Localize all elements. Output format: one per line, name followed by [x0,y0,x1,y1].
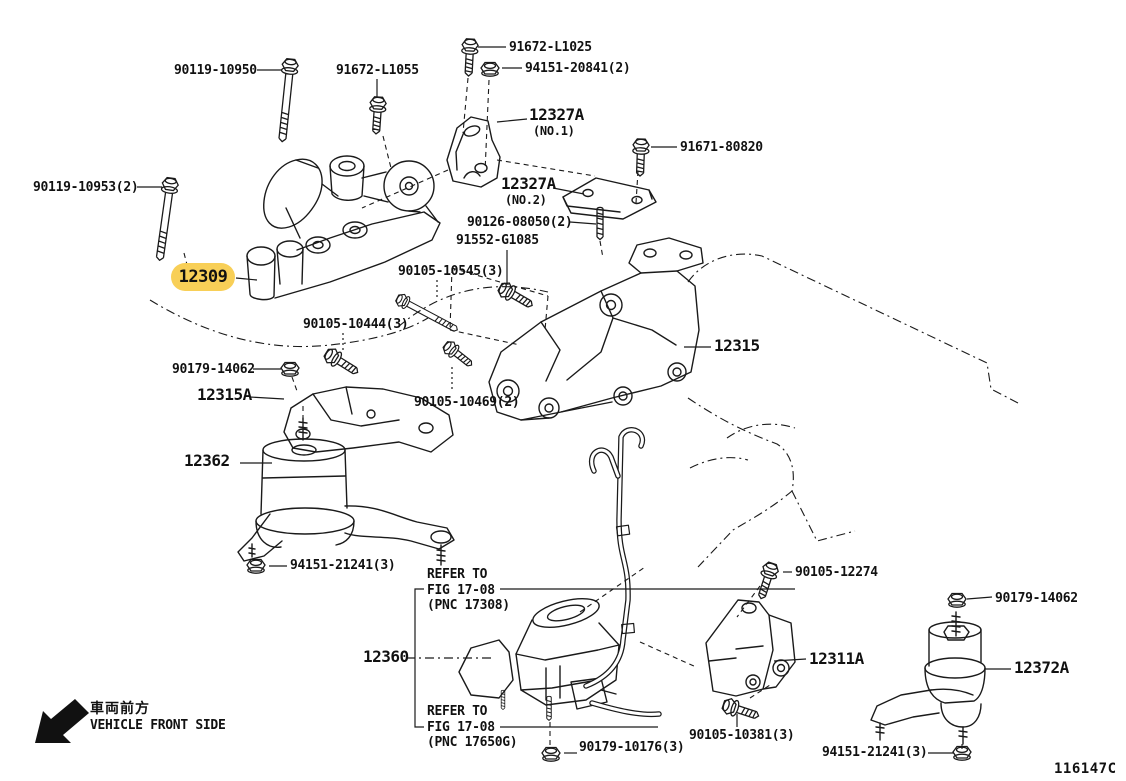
part-label-94151-21241-right[interactable]: 94151-21241(3) [822,745,928,760]
front-side-note-en: VEHICLE FRONT SIDE [90,718,226,733]
bolt-icon [367,95,388,136]
part-label-91671-80820[interactable]: 91671-80820 [680,140,763,155]
part-label-12311A[interactable]: 12311A [809,649,864,668]
refer-note-2-line2: FIG 17-08 [427,719,495,735]
bolt-icon [631,138,650,177]
part-label-90105-12274[interactable]: 90105-12274 [795,565,878,580]
engine-outline [149,253,1019,568]
refer-note-2-line3: (PNC 17650G) [427,735,518,750]
selected-part-label-12309[interactable]: 12309 [171,263,235,291]
nut-icon [280,361,300,377]
assembly-guide-lines [183,77,963,749]
refer-note-1: REFER TO FIG 17-08 (PNC 17308) [427,567,510,614]
part-label-90179-10176[interactable]: 90179-10176(3) [579,740,685,755]
part-label-90105-10381[interactable]: 90105-10381(3) [689,728,795,743]
nut-icon [541,746,561,762]
front-side-note: 車両前方 VEHICLE FRONT SIDE [90,698,226,733]
nut-icon [947,592,967,608]
bolt-icon [150,176,180,263]
refer-note-1-line1: REFER TO [427,567,488,582]
vehicle-front-arrow [35,699,89,743]
part-label-12327A-no2-sub: (NO.2) [505,193,547,207]
bolt-icon [459,37,480,78]
bolt-icon [273,57,300,144]
part-label-12362[interactable]: 12362 [184,451,230,470]
refer-note-2: REFER TO FIG 17-08 (PNC 17650G) [427,704,518,751]
part-label-12372A[interactable]: 12372A [1014,658,1069,677]
part-12311A-drawing [705,599,796,697]
part-label-91552-G1085[interactable]: 91552-G1085 [456,233,539,248]
part-label-12327A-no2[interactable]: 12327A [501,174,556,193]
part-12327A-no1-drawing [446,116,501,188]
nut-icon [480,61,500,77]
part-label-90119-10950[interactable]: 90119-10950 [174,63,257,78]
part-12309-drawing [246,155,441,301]
bolt-icon [495,279,537,314]
part-label-12360[interactable]: 12360 [363,647,409,666]
nut-icon [246,558,266,574]
part-label-12315[interactable]: 12315 [714,336,760,355]
part-label-90179-14062-right[interactable]: 90179-14062 [995,591,1078,606]
part-12372A-drawing [870,611,986,745]
callout-lines [137,46,1011,754]
part-12362-drawing [237,417,455,566]
bolt-icon [440,338,477,372]
front-side-note-jp: 車両前方 [90,701,150,717]
part-label-90105-10545[interactable]: 90105-10545(3) [398,264,504,279]
part-label-12327A-no1[interactable]: 12327A [529,105,584,124]
part-label-91672-L1055[interactable]: 91672-L1055 [336,63,419,78]
part-12360-drawing [458,598,620,710]
part-label-90126-08050[interactable]: 90126-08050(2) [467,215,573,230]
part-label-12315A[interactable]: 12315A [197,385,252,404]
part-label-90119-10953[interactable]: 90119-10953(2) [33,180,139,195]
hoses-drawing [583,427,662,718]
part-label-90105-10469[interactable]: 90105-10469(2) [414,395,520,410]
part-label-94151-21241-left[interactable]: 94151-21241(3) [290,558,396,573]
part-12315-drawing [488,237,704,421]
refer-note-2-line1: REFER TO [427,704,488,719]
refer-note-1-line2: FIG 17-08 [427,582,495,598]
part-label-94151-20841[interactable]: 94151-20841(2) [525,61,631,76]
bolt-icon [720,696,762,725]
part-label-90179-14062-left[interactable]: 90179-14062 [172,362,255,377]
refer-note-1-line3: (PNC 17308) [427,598,510,613]
stud-icon [596,206,604,241]
part-12327A-no2-drawing [562,177,657,220]
stud-icon [546,695,552,721]
part-label-90105-10444[interactable]: 90105-10444(3) [303,317,409,332]
figure-code: 116147C [1054,761,1117,777]
bolt-icon [752,560,781,602]
part-label-91672-L1025[interactable]: 91672-L1025 [509,40,592,55]
part-label-12327A-no1-sub: (NO.1) [533,124,575,138]
bolt-icon [321,345,363,380]
